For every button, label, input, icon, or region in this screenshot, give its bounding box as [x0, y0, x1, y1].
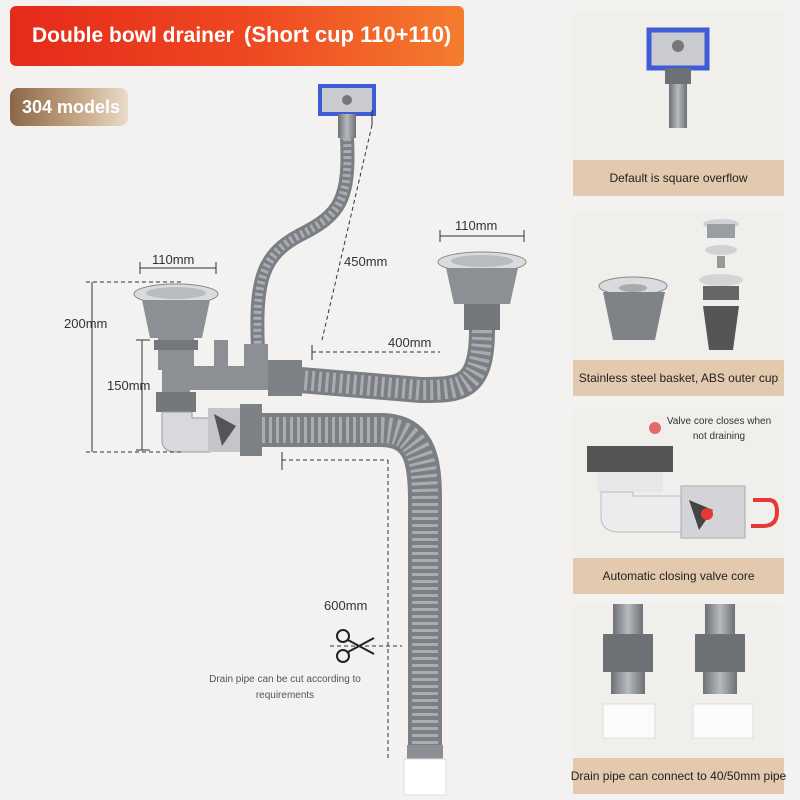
total-height-dimension: 200mm [64, 316, 108, 331]
trap-height-dimension: 150mm [107, 378, 151, 393]
product-subtitle: (Short cup 110+110) [244, 22, 452, 47]
valve-illustration [587, 422, 780, 539]
overflow-illustration [646, 27, 710, 128]
product-title: Double bowl drainer [32, 24, 234, 47]
left-basket-strainer [133, 283, 219, 370]
connector-pipe-dimension: 400mm [388, 335, 432, 350]
model-badge-label: 304 models [22, 97, 121, 117]
title-banner: Double bowl drainer (Short cup 110+110) [10, 6, 464, 66]
feature-card-valve: Valve core closes when not draining Auto… [573, 408, 784, 594]
basket-illustration [598, 219, 743, 350]
drain-pipe-dimension: 600mm [324, 598, 368, 613]
dimension-lines [86, 110, 525, 760]
valve-note: Valve core closes when not draining [666, 416, 772, 442]
feature-card-basket: Stainless steel basket, ABS outer cup [573, 210, 784, 396]
model-badge: 304 models [10, 88, 128, 126]
right-basket-dimension: 110mm [455, 218, 498, 233]
scissors-icon [336, 629, 375, 663]
right-basket-strainer [437, 251, 527, 330]
overflow-head [318, 84, 376, 138]
overflow-pipe-dimension: 450mm [344, 254, 388, 269]
cut-note: Drain pipe can be cut according to requi… [209, 674, 361, 701]
feature-caption: Automatic closing valve core [573, 558, 784, 594]
drain-connector-illustration [602, 604, 754, 739]
drainer-diagram [86, 84, 527, 796]
feature-caption: Stainless steel basket, ABS outer cup [573, 360, 784, 396]
feature-card-overflow: Default is square overflow [573, 10, 784, 196]
feature-caption: Drain pipe can connect to 40/50mm pipe [571, 758, 786, 794]
left-basket-dimension: 110mm [152, 252, 195, 267]
overflow-hose [250, 137, 355, 351]
feature-caption: Default is square overflow [573, 160, 784, 196]
feature-card-drain: Drain pipe can connect to 40/50mm pipe [571, 604, 786, 794]
